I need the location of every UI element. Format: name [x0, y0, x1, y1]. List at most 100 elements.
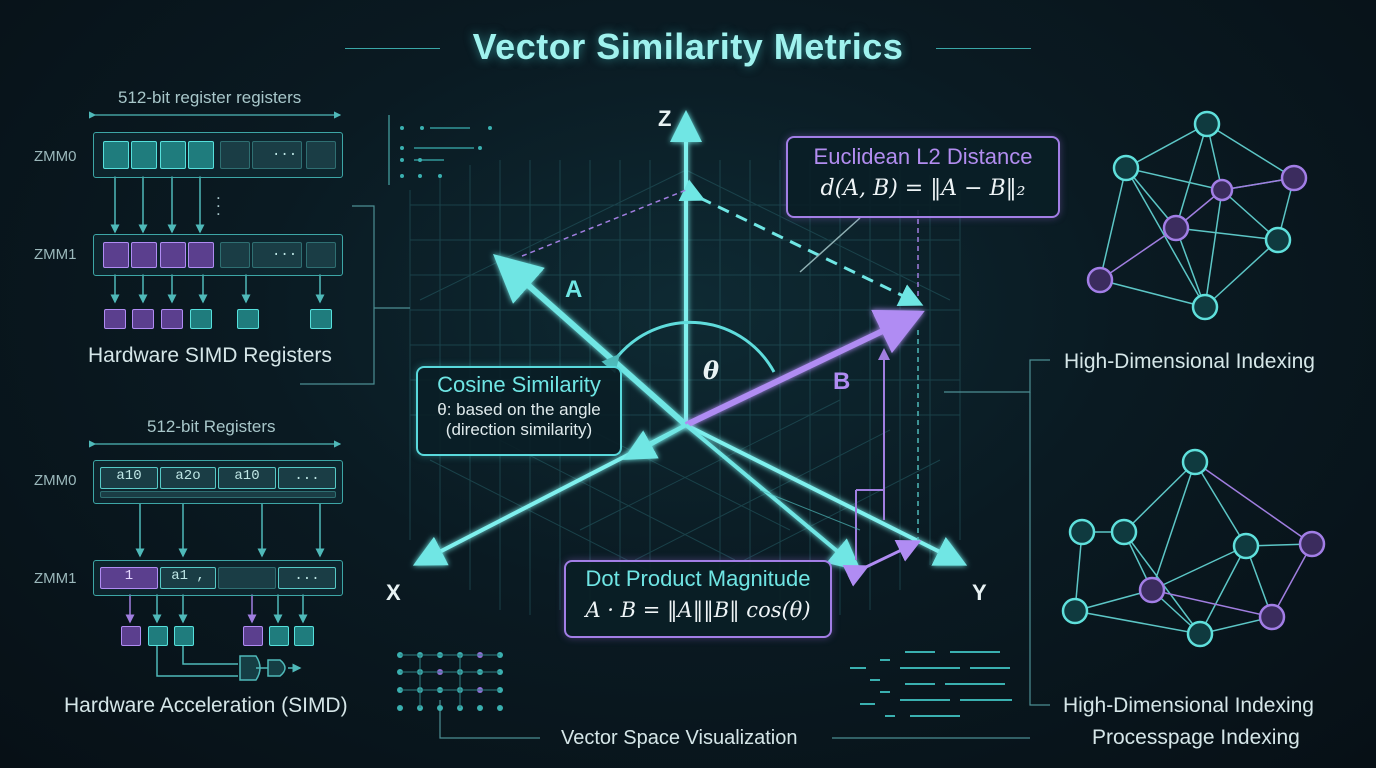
vector-space-caption: Vector Space Visualization	[561, 727, 798, 749]
dot-formula: A · B = ‖A‖‖B‖ cos(θ)	[585, 598, 811, 622]
result-lane	[190, 309, 212, 329]
dot-guide	[759, 489, 861, 531]
dot-heading: Dot Product Magnitude	[585, 566, 811, 591]
euclidean-distance-box: Euclidean L2 Distance d(A, B) = ‖A − B‖₂	[786, 136, 1060, 218]
zmm0-lane-empty	[252, 141, 302, 169]
result-lane	[148, 626, 168, 646]
network-bottom-purple	[1151, 461, 1313, 618]
top-zmm1-label: ZMM1	[34, 246, 77, 263]
euclidean-formula: d(A, B) = ‖A − B‖₂	[820, 176, 1026, 201]
result-lane	[174, 626, 194, 646]
y-axis-label: Y	[972, 580, 987, 605]
page-title: Vector Similarity Metrics	[472, 26, 904, 67]
zmm1-value-cell: a1 ,	[160, 567, 216, 589]
zmm0-lane	[160, 141, 186, 169]
euclid-callout-line	[799, 217, 861, 273]
bottom-bracket	[439, 700, 540, 739]
result-lane	[121, 626, 141, 646]
zmm1-lane	[188, 242, 214, 268]
vector-b-label: B	[833, 368, 851, 395]
zmm0-lane-empty	[306, 141, 336, 169]
hardware-acceleration-label: Hardware Acceleration (SIMD)	[64, 694, 348, 717]
zmm0-value-cell: a2o	[160, 467, 216, 489]
result-lane	[310, 309, 332, 329]
bottom-zmm1-register: 1 a1 , ...	[93, 560, 343, 596]
right-bracket	[944, 359, 1050, 393]
zmm0-lane	[103, 141, 129, 169]
high-dimensional-indexing-bottom: High-Dimensional Indexing	[1063, 694, 1314, 717]
zmm0-value-cell: a10	[218, 467, 276, 489]
result-lane	[237, 309, 259, 329]
cosine-similarity-box: Cosine Similarity θ: based on the angle …	[416, 366, 622, 456]
zmm0-lane	[188, 141, 214, 169]
network-top-nodes	[1086, 110, 1308, 321]
vector-a-label: A	[565, 276, 583, 303]
zmm1-lane	[160, 242, 186, 268]
x-axis-label: X	[386, 580, 401, 605]
top-register-caption: 512-bit register registers	[118, 88, 302, 107]
zmm1-lane-empty	[252, 242, 302, 268]
high-dimensional-indexing-top: High-Dimensional Indexing	[1064, 350, 1315, 373]
vector-c	[623, 423, 687, 460]
dot-product-box: Dot Product Magnitude A · B = ‖A‖‖B‖ cos…	[564, 560, 832, 638]
bottom-zmm1-label: ZMM1	[34, 570, 77, 587]
top-simd-arrows	[110, 176, 325, 304]
right-bracket-2	[1029, 392, 1050, 706]
result-lane	[243, 626, 263, 646]
zmm0-value-cell: a10	[100, 467, 158, 489]
result-lane	[294, 626, 314, 646]
bottom-simd-arrows	[135, 504, 325, 624]
zmm1-lane-empty	[306, 242, 336, 268]
top-zmm0-register: ...	[93, 132, 343, 178]
vector-b	[684, 309, 925, 428]
left-top-bracket	[300, 205, 375, 385]
zmm1-value-cell: ...	[278, 567, 336, 589]
result-lane	[132, 309, 154, 329]
zmm0-value-cell: ...	[278, 467, 336, 489]
bottom-zmm0-label: ZMM0	[34, 472, 77, 489]
z-axis-label: Z	[658, 106, 672, 131]
dot-span-arrow	[842, 539, 922, 587]
projection-step	[856, 489, 885, 520]
dash-pattern	[850, 651, 1012, 717]
euclid-guide-a	[521, 189, 687, 257]
result-lane	[104, 309, 126, 329]
zmm1-lane	[131, 242, 157, 268]
cosine-heading: Cosine Similarity	[437, 372, 601, 397]
zmm0-lane	[131, 141, 157, 169]
title-rule-right	[936, 48, 1031, 49]
vector-a	[493, 254, 688, 428]
angle-arc	[601, 320, 776, 374]
zmm1-value-cell: 1	[100, 567, 158, 589]
zmm1-value-cell	[218, 567, 276, 589]
logic-gates	[156, 646, 302, 681]
vertical-ellipsis: ...	[216, 184, 221, 219]
top-zmm0-label: ZMM0	[34, 148, 77, 165]
bottom-simd-arrows-purple	[125, 594, 257, 624]
euclidean-dashed-arrow	[678, 179, 924, 307]
mini-matrix-bottom	[397, 652, 503, 711]
bottom-register-caption: 512-bit Registers	[147, 417, 276, 436]
zmm1-lane-empty	[220, 242, 250, 268]
bottom-zmm0-register: a10 a2o a10 ...	[93, 460, 343, 504]
angle-theta-label: θ	[703, 356, 720, 385]
top-zmm1-register: ...	[93, 234, 343, 276]
mini-matrix-top	[388, 115, 492, 185]
zmm1-lane	[103, 242, 129, 268]
network-top	[1099, 123, 1295, 308]
result-lane	[161, 309, 183, 329]
zmm0-underbar	[100, 491, 336, 498]
zmm0-ellipsis: ...	[272, 144, 298, 160]
cosine-line1: θ: based on the angle	[437, 400, 601, 419]
result-lane	[269, 626, 289, 646]
hardware-simd-registers-label: Hardware SIMD Registers	[88, 344, 332, 367]
euclidean-heading: Euclidean L2 Distance	[813, 144, 1033, 169]
zmm0-lane-empty	[220, 141, 250, 169]
network-bottom-nodes	[1061, 448, 1326, 648]
zmm1-ellipsis: ...	[272, 244, 298, 260]
title-rule-left	[345, 48, 440, 49]
vector-d	[684, 423, 862, 572]
y-axis	[685, 423, 968, 566]
processpage-indexing: Processpage Indexing	[1092, 726, 1300, 749]
